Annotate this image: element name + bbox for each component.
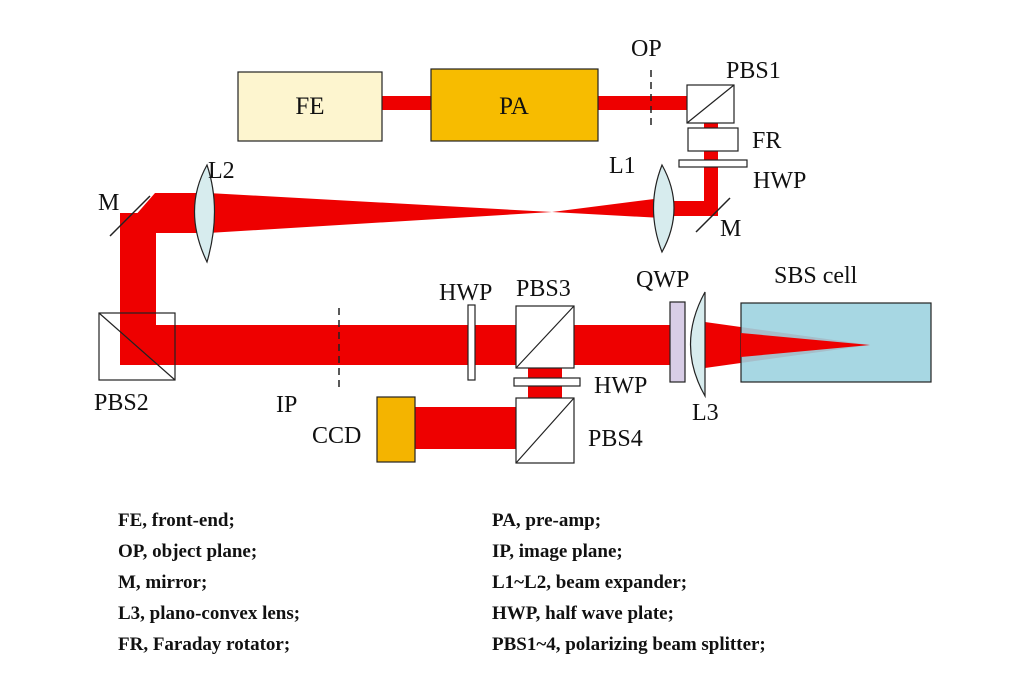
- m-right-label: M: [720, 216, 741, 242]
- l1-label: L1: [609, 153, 636, 179]
- l2-label: L2: [208, 158, 235, 184]
- pbs3: [515, 305, 575, 369]
- pbs3-label: PBS3: [516, 276, 571, 302]
- hwp-low-label: HWP: [594, 373, 647, 399]
- pbs1-label: PBS1: [726, 58, 781, 84]
- pbs2: [98, 312, 176, 381]
- qwp-label: QWP: [636, 267, 689, 293]
- beam-pbs2-pbs3: [120, 325, 516, 365]
- pbs4: [515, 397, 575, 464]
- pa-box: [430, 68, 599, 142]
- beam-in-sbs: [741, 333, 870, 357]
- lens-l2: [194, 163, 216, 264]
- qwp: [669, 301, 686, 383]
- hwp-mid-label: HWP: [439, 280, 492, 306]
- pbs4-label: PBS4: [588, 426, 643, 452]
- m-left-label: M: [98, 190, 119, 216]
- beam-pbs3-qwp: [574, 325, 674, 365]
- faraday-rotator: [687, 127, 739, 152]
- beam-pbs2-corner: [120, 330, 178, 365]
- mirror-left: [109, 195, 151, 237]
- hwp-low: [513, 377, 581, 387]
- ccd-label: CCD: [312, 423, 361, 449]
- beam-expander-cone-left: [208, 193, 552, 233]
- beam-expander-cone-right: [552, 198, 662, 218]
- beam-pbs4-ccd: [414, 407, 516, 449]
- lens-l3: [690, 291, 706, 399]
- lens-l1: [652, 163, 675, 254]
- ccd-box: [376, 396, 416, 463]
- sbs-cell-label: SBS cell: [774, 263, 858, 289]
- beam-fe-pa: [381, 96, 431, 110]
- hwp-top-label: HWP: [753, 168, 806, 194]
- ip-label: IP: [276, 392, 297, 418]
- fr-label: FR: [752, 128, 781, 154]
- l3-label: L3: [692, 400, 719, 426]
- hwp-mid: [467, 304, 476, 381]
- hwp-top: [678, 159, 748, 168]
- fe-box: [237, 71, 383, 142]
- op-label: OP: [631, 36, 662, 62]
- fe-label: FE: [295, 93, 324, 120]
- beam-pa-pbs1: [597, 96, 687, 110]
- pbs2-label: PBS2: [94, 390, 149, 416]
- pa-label: PA: [499, 93, 529, 120]
- mirror-right: [695, 197, 731, 233]
- pbs1: [686, 84, 735, 124]
